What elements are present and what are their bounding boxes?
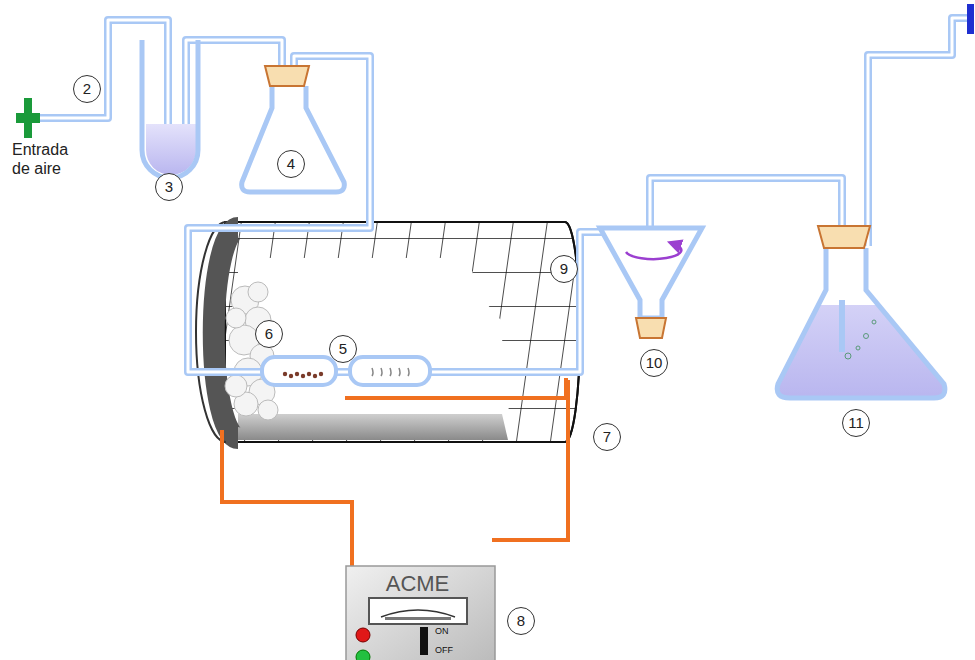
callout-number: 8: [507, 607, 535, 635]
brand-name: ACME: [345, 571, 490, 596]
callout-number: 6: [255, 320, 283, 348]
power-supply-box: ACME ON OFF: [345, 565, 496, 660]
trap-flask: [242, 66, 345, 192]
cyclone-separator: [600, 228, 702, 338]
air-inlet-valve: [16, 98, 40, 138]
callout-number: 5: [329, 335, 357, 363]
thermocouple-wires: [222, 378, 568, 566]
gas-outlet: [967, 4, 974, 34]
callout-number: 2: [73, 75, 101, 103]
callout-number: 4: [277, 150, 305, 178]
glass-wool: [225, 282, 278, 420]
switch-label: ON: [435, 626, 449, 636]
callout-number: 3: [155, 173, 183, 201]
furnace: [196, 222, 580, 442]
callout-number: 9: [550, 255, 578, 283]
callout-number: 7: [593, 423, 621, 451]
switch-label: OFF: [435, 645, 453, 655]
callout-number: 11: [842, 409, 870, 437]
callout-number: 10: [640, 349, 668, 377]
bubbler-tube: [142, 40, 198, 178]
absorber-flask: [777, 226, 945, 398]
inlet-label: Entrada de aire: [12, 140, 84, 178]
